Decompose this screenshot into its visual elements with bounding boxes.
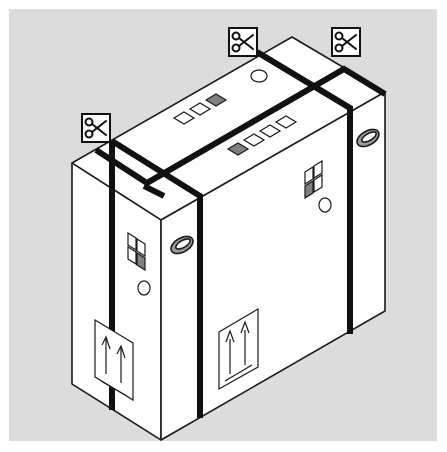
- square-icon: [242, 133, 266, 147]
- strap-long: [94, 65, 387, 187]
- strap-right-front: [142, 183, 166, 199]
- scissors-icon: [81, 113, 111, 143]
- cut-markers: [81, 27, 361, 143]
- hand-hole-icon: [356, 128, 380, 148]
- top-face-symbols: [172, 69, 298, 156]
- square-icon: [204, 93, 228, 107]
- circle-icon: [250, 69, 268, 83]
- box-right-face: [160, 91, 386, 441]
- square-icon: [274, 115, 298, 129]
- strap-left: [110, 138, 203, 418]
- scissors-icon: [331, 27, 361, 57]
- hand-hole-icon: [170, 235, 194, 255]
- square-icon: [258, 124, 282, 138]
- window-squares-icon: [304, 159, 323, 200]
- circle-icon: [318, 197, 332, 213]
- scissors-icon: [228, 27, 258, 57]
- square-icon: [188, 102, 212, 116]
- circle-icon: [137, 280, 151, 296]
- this-way-up-arrows-icon: [218, 307, 259, 391]
- strap-right: [255, 49, 353, 334]
- packaging-diagram: [9, 9, 437, 441]
- square-icon: [226, 142, 250, 156]
- square-icon: [172, 111, 196, 125]
- this-way-up-arrows-icon: [94, 318, 134, 402]
- window-squares-icon: [127, 231, 146, 272]
